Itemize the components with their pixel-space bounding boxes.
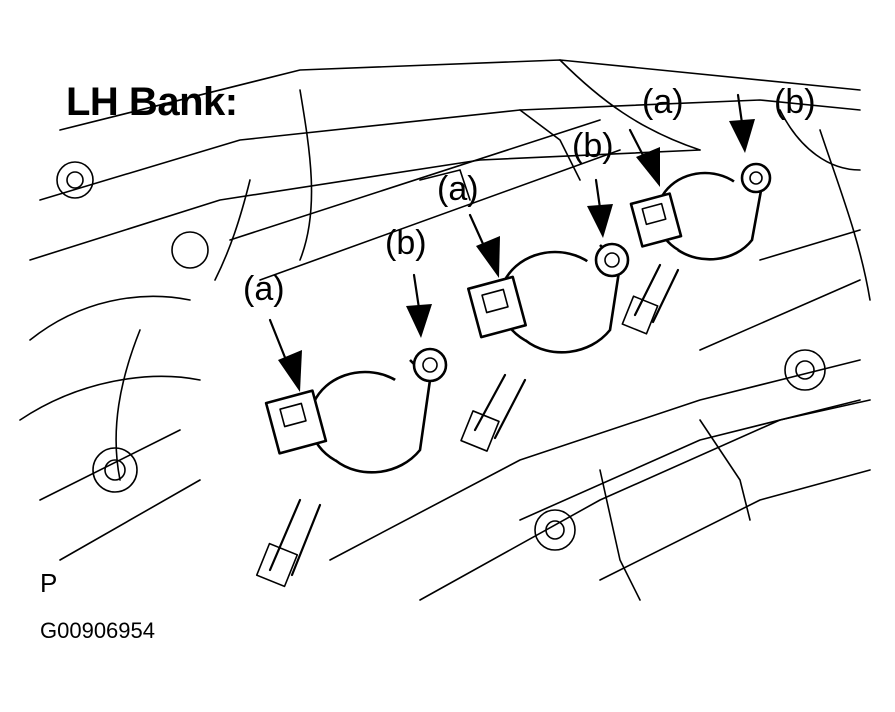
callout-b2: (b) (572, 127, 614, 165)
arrow-b2 (587, 178, 613, 238)
page-title: LH Bank: (66, 80, 238, 124)
figure-code: G00906954 (40, 618, 155, 643)
ignition-coil-3 (621, 162, 772, 335)
arrow-a1 (268, 318, 302, 392)
callout-b3: (b) (774, 83, 816, 121)
arrow-b1 (406, 273, 432, 338)
arrow-b3 (729, 93, 755, 153)
callout-a2: (a) (437, 170, 479, 208)
ignition-coil-2 (460, 242, 630, 452)
callout-a1: (a) (243, 270, 285, 308)
callout-a3: (a) (642, 83, 684, 121)
arrow-a3 (628, 128, 660, 187)
arrow-a2 (468, 213, 500, 278)
corner-mark: P (40, 568, 58, 598)
ignition-coil-1 (255, 347, 448, 588)
engine-background (19, 59, 871, 601)
callout-b1: (b) (385, 224, 427, 262)
